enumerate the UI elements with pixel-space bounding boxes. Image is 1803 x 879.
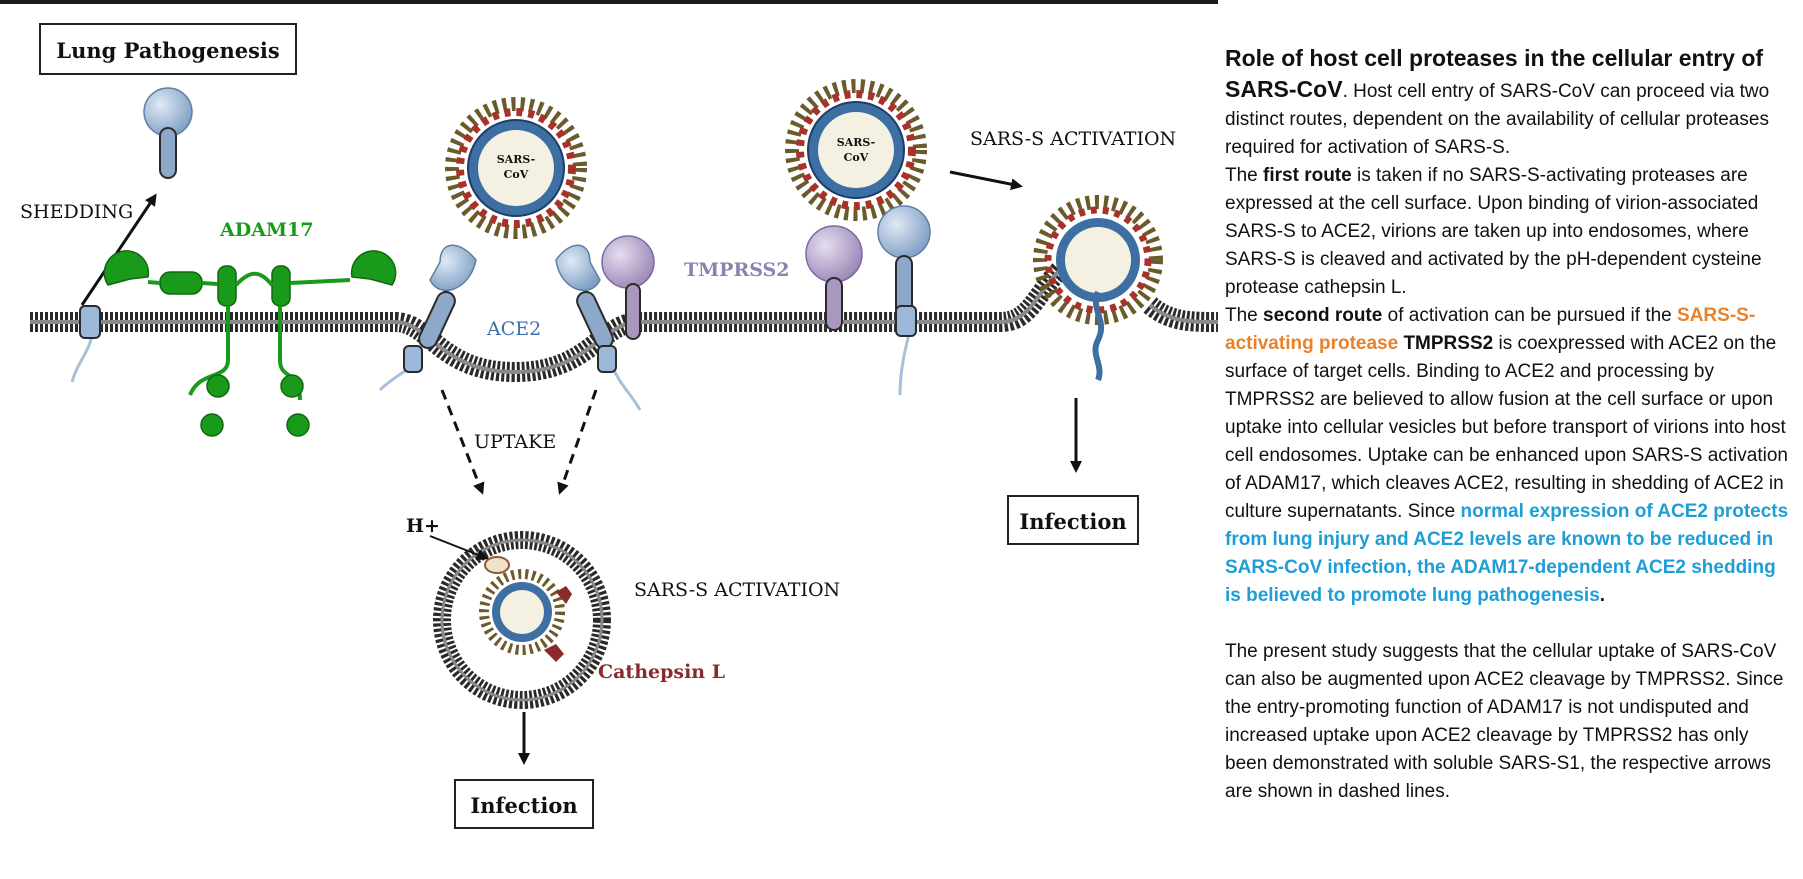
caption-intro: . Host cell entry of SARS-CoV can procee… <box>1225 81 1770 158</box>
endosome <box>433 531 611 709</box>
shedding-label: SHEDDING <box>20 201 133 223</box>
uptake-label: UPTAKE <box>474 431 556 453</box>
figure-caption: Role of host cell proteases in the cellu… <box>1225 44 1790 806</box>
virus-right-label-line2: CoV <box>844 151 869 164</box>
uptake-arrow-left <box>440 389 485 495</box>
virus-label-line2: CoV <box>504 168 529 181</box>
p3-pre: The <box>1225 305 1264 326</box>
first-route-bold: first route <box>1263 165 1352 186</box>
activation-bottom-label: SARS-S ACTIVATION <box>634 579 840 601</box>
activation-arrow <box>949 170 1023 191</box>
hplus-label: H+ <box>406 515 440 537</box>
cathepsin-label: Cathepsin L <box>598 661 725 683</box>
p3-mid: of activation can be pursued if the <box>1382 305 1678 326</box>
ace2-receptor <box>403 244 617 373</box>
uptake-arrow-right <box>557 389 598 495</box>
membrane-anchor-box <box>79 305 101 339</box>
infection-left-label: Infection <box>470 793 577 818</box>
caption-paragraph-present-study: The present study suggests that the cell… <box>1225 641 1784 802</box>
caption-title: Role of host cell proteases in the cellu… <box>1225 45 1764 102</box>
caption-paragraph-intro: Role of host cell proteases in the cellu… <box>1225 44 1790 162</box>
caption-paragraph-first-route: The first route is taken if no SARS-S-ac… <box>1225 162 1790 302</box>
sars-cov-entry-diagram: Lung Pathogenesis SHEDDING ADAM17 <box>20 23 1219 829</box>
tmprss2-protease-right <box>805 225 863 331</box>
tmprss2-bold: TMPRSS2 <box>1398 333 1494 354</box>
shedding-arrow <box>80 193 157 306</box>
tmprss2-label: TMPRSS2 <box>684 259 790 281</box>
sars-cov-virion-right: SARS- CoV <box>785 79 927 221</box>
p3-end: . <box>1599 585 1606 606</box>
lung-pathogenesis-box: Lung Pathogenesis <box>39 23 297 75</box>
protease-highlight: SARS-S-activating protease <box>1225 305 1756 354</box>
activation-top-label: SARS-S ACTIVATION <box>970 128 1176 150</box>
adam17-label: ADAM17 <box>219 219 313 241</box>
lung-pathogenesis-label: Lung Pathogenesis <box>56 38 279 63</box>
sars-cov-virion: SARS- CoV <box>445 97 587 239</box>
fusing-virion <box>1033 195 1163 382</box>
p3-post: is coexpressed with ACE2 on the surface … <box>1225 333 1788 522</box>
shed-ace2 <box>143 87 193 179</box>
caption-paragraph-second-route: The second route of activation can be pu… <box>1225 302 1790 610</box>
ace2-receptor-right <box>877 205 931 337</box>
second-route-bold: second route <box>1263 305 1383 326</box>
virus-right-label-line1: SARS- <box>837 136 876 149</box>
infection-right-box: Infection <box>1007 495 1139 545</box>
infection-right-label: Infection <box>1019 509 1126 534</box>
top-border <box>0 0 1218 4</box>
p2-post: is taken if no SARS-S-activating proteas… <box>1225 165 1762 298</box>
p2-pre: The <box>1225 165 1264 186</box>
pathogenesis-highlight: normal expression of ACE2 protects from … <box>1225 501 1789 606</box>
adam17-protease <box>103 250 397 437</box>
tmprss2-protease-left <box>601 235 655 340</box>
proton-arrow <box>429 535 489 561</box>
ace2-label: ACE2 <box>486 318 541 340</box>
infection-left-box: Infection <box>454 779 594 829</box>
virus-label-line1: SARS- <box>497 153 536 166</box>
